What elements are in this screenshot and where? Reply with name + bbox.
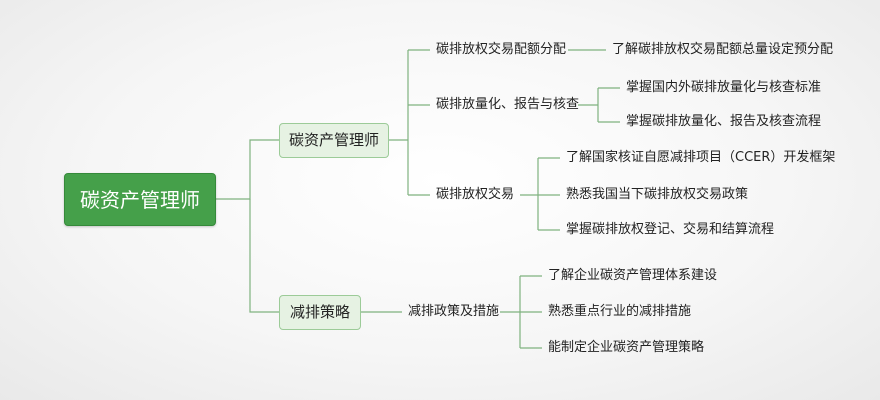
leaf-node[interactable]: 熟悉我国当下碳排放权交易政策 bbox=[566, 187, 749, 202]
connector-sub-1-3-to-leaves bbox=[520, 157, 560, 231]
connector-root-to-branch-1 bbox=[216, 139, 279, 200]
leaf-node[interactable]: 了解国家核证自愿减排项目（CCER）开发框架 bbox=[566, 150, 836, 165]
leaf-node[interactable]: 了解碳排放权交易配额总量设定预分配 bbox=[612, 42, 834, 57]
sub-node-quantify-report-verify[interactable]: 碳排放量化、报告与核查 bbox=[436, 97, 580, 112]
connector-root-to-branch-2 bbox=[249, 199, 279, 313]
connector-sub-1-2-to-leaves bbox=[578, 87, 620, 123]
leaf-node[interactable]: 掌握碳排放量化、报告及核查流程 bbox=[626, 114, 822, 129]
branch-node-carbon-asset-manager[interactable]: 碳资产管理师 bbox=[279, 123, 389, 158]
sub-node-quota-allocation[interactable]: 碳排放权交易配额分配 bbox=[436, 42, 567, 57]
sub-node-reduction-policy-measures[interactable]: 减排政策及措施 bbox=[408, 304, 500, 319]
leaf-node[interactable]: 掌握国内外碳排放量化与核查标准 bbox=[626, 80, 822, 95]
leaf-node[interactable]: 熟悉重点行业的减排措施 bbox=[548, 304, 692, 319]
connector-sub-2-1-to-leaves bbox=[500, 275, 542, 349]
leaf-node[interactable]: 能制定企业碳资产管理策略 bbox=[548, 340, 705, 355]
sub-node-emission-trading[interactable]: 碳排放权交易 bbox=[436, 187, 515, 202]
connector-branch-1-trunk bbox=[389, 50, 409, 195]
leaf-node[interactable]: 掌握碳排放权登记、交易和结算流程 bbox=[566, 222, 775, 237]
leaf-node[interactable]: 了解企业碳资产管理体系建设 bbox=[548, 268, 718, 283]
root-node[interactable]: 碳资产管理师 bbox=[64, 173, 216, 226]
branch-node-emission-reduction-strategy[interactable]: 减排策略 bbox=[279, 295, 361, 330]
